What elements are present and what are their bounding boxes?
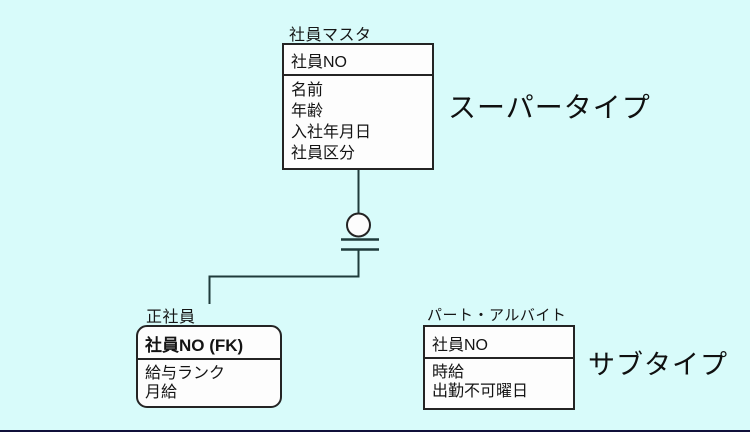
subtype-connector-line: [208, 250, 360, 304]
entity-attrs-employee-master: 名前 年齢 入社年月日 社員区分: [284, 76, 432, 164]
attr-age: 年齢: [291, 103, 324, 120]
attr-name: 名前: [291, 82, 324, 99]
bottom-edge-bar: [0, 430, 750, 432]
entity-regular-employee[interactable]: 社員NO (FK) 給与ランク 月給: [136, 325, 282, 408]
entity-key-part-time-employee: 社員NO: [425, 327, 573, 359]
attr-unavailable-days: 出勤不可曜日: [432, 383, 529, 400]
attr-employee-category: 社員区分: [291, 145, 356, 162]
entity-employee-master[interactable]: 社員NO 名前 年齢 入社年月日 社員区分: [282, 43, 434, 170]
entity-attrs-regular-employee: 給与ランク 月給: [138, 360, 280, 402]
attr-monthly-salary: 月給: [145, 384, 178, 401]
attr-hourly-wage: 時給: [432, 364, 465, 381]
attr-salary-rank: 給与ランク: [145, 365, 226, 382]
entity-title-regular-employee: 正社員: [146, 309, 196, 326]
entity-title-employee-master: 社員マスタ: [289, 27, 372, 44]
entity-key-employee-master: 社員NO: [284, 45, 432, 76]
entity-title-part-time-employee: パート・アルバイト: [427, 307, 567, 324]
discriminator-circle-icon: [346, 212, 371, 238]
entity-attrs-part-time-employee: 時給 出勤不可曜日: [425, 359, 573, 401]
entity-part-time-employee[interactable]: 社員NO 時給 出勤不可曜日: [423, 325, 575, 410]
entity-key-regular-employee: 社員NO (FK): [138, 327, 280, 360]
supertype-label: スーパータイプ: [448, 92, 651, 123]
attr-hire-date: 入社年月日: [291, 124, 372, 141]
subtype-label: サブタイプ: [588, 350, 728, 380]
